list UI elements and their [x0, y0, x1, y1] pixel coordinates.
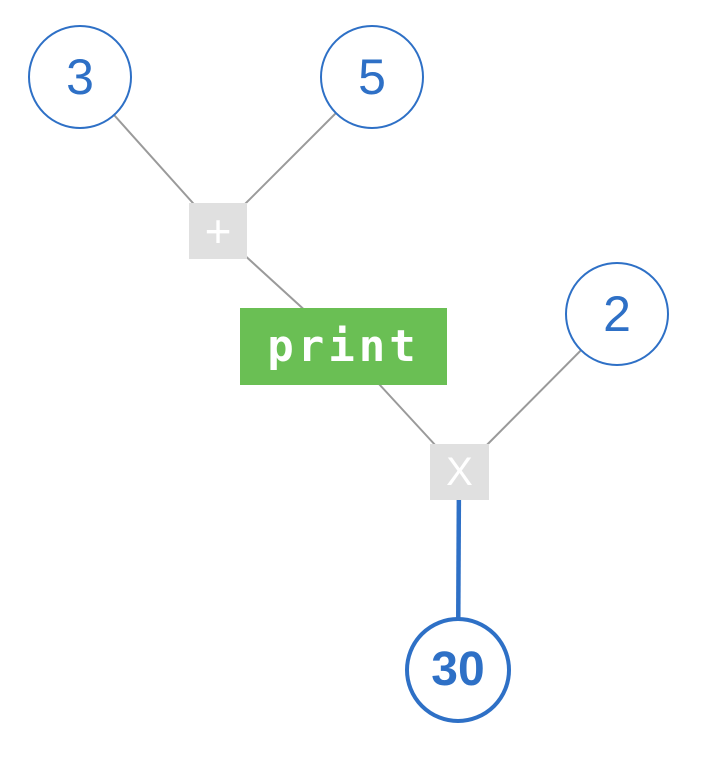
operator-node-plus: + [189, 203, 247, 259]
plus-icon: + [204, 205, 232, 257]
function-node-print: print [240, 308, 447, 385]
value-node-2: 2 [565, 262, 669, 366]
value-node-3: 3 [28, 25, 132, 129]
value-node-2-label: 2 [603, 286, 631, 342]
value-node-3-label: 3 [66, 49, 94, 105]
value-node-5: 5 [320, 25, 424, 129]
function-node-print-label: print [267, 320, 420, 372]
value-node-5-label: 5 [358, 49, 386, 105]
result-node-30-label: 30 [431, 643, 485, 696]
multiply-icon: X [446, 450, 473, 494]
result-node-30: 30 [405, 617, 511, 723]
operator-node-times: X [430, 444, 489, 500]
